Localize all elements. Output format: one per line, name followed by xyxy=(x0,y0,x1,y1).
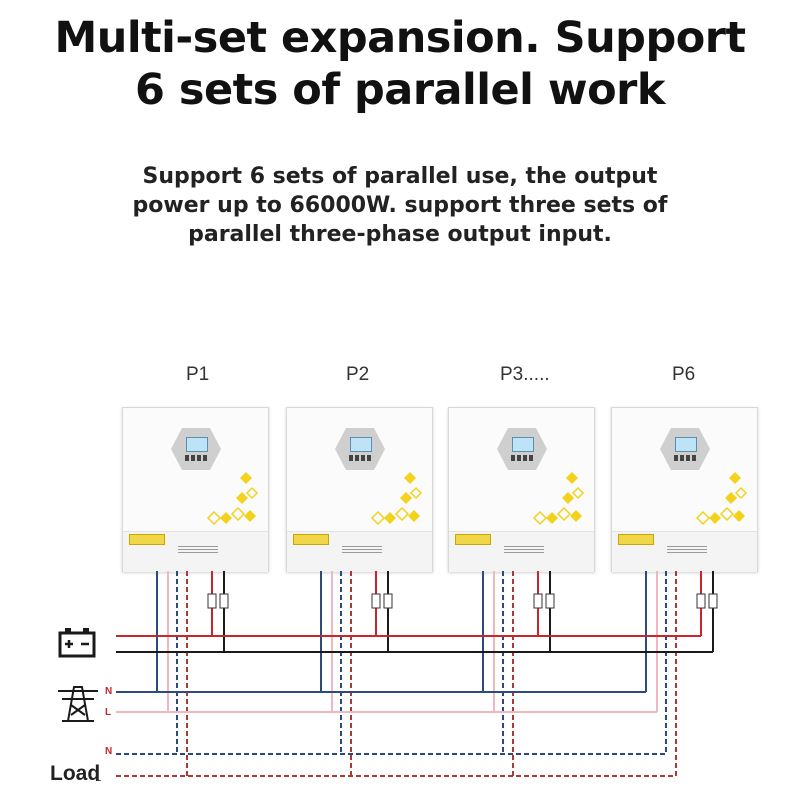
heart-decoration-icon xyxy=(206,472,259,526)
lcd-screen xyxy=(512,437,534,452)
nameplate xyxy=(178,546,218,553)
nameplate xyxy=(342,546,382,553)
unit-label-p1: P1 xyxy=(186,364,210,385)
nameplate xyxy=(667,546,707,553)
wires-unit-3 xyxy=(482,571,555,776)
wires-unit-1 xyxy=(156,571,229,776)
subtitle-line-2: power up to 66000W. support three sets o… xyxy=(132,193,668,218)
button-row xyxy=(674,455,696,461)
wires-unit-2 xyxy=(320,571,393,776)
inverter-unit-p3 xyxy=(448,407,595,572)
nameplate xyxy=(504,546,544,553)
title-line-2: 6 sets of parallel work xyxy=(135,65,665,115)
inverter-unit-p2 xyxy=(286,407,433,572)
grid-l-label: L xyxy=(105,707,112,718)
inverter-unit-p6 xyxy=(611,407,758,572)
grid-n-label: N xyxy=(105,686,113,697)
load-l-label: L xyxy=(95,772,102,784)
lcd-screen xyxy=(675,437,697,452)
page-title: Multi-set expansion. Support 6 sets of p… xyxy=(0,12,800,116)
lcd-screen xyxy=(350,437,372,452)
title-line-1: Multi-set expansion. Support xyxy=(54,13,746,63)
button-row xyxy=(185,455,207,461)
lcd-screen xyxy=(186,437,208,452)
unit-label-p6: P6 xyxy=(672,364,696,385)
load-n-label: N xyxy=(105,746,113,757)
subtitle-line-1: Support 6 sets of parallel use, the outp… xyxy=(142,164,658,189)
wires-unit-4 xyxy=(645,571,718,776)
inverter-unit-p1 xyxy=(122,407,269,572)
warning-label xyxy=(129,534,165,545)
warning-label xyxy=(455,534,491,545)
heart-decoration-icon xyxy=(695,472,748,526)
heart-decoration-icon xyxy=(532,472,585,526)
unit-label-p3: P3..... xyxy=(500,364,550,385)
page-subtitle: Support 6 sets of parallel use, the outp… xyxy=(100,162,700,249)
warning-label xyxy=(293,534,329,545)
load-label: Load xyxy=(50,762,101,785)
button-row xyxy=(349,455,371,461)
unit-label-p2: P2 xyxy=(346,364,370,385)
subtitle-line-3: parallel three-phase output input. xyxy=(188,222,612,247)
button-row xyxy=(511,455,533,461)
heart-decoration-icon xyxy=(370,472,423,526)
warning-label xyxy=(618,534,654,545)
battery-icon xyxy=(58,628,96,658)
power-tower-icon xyxy=(58,686,98,722)
